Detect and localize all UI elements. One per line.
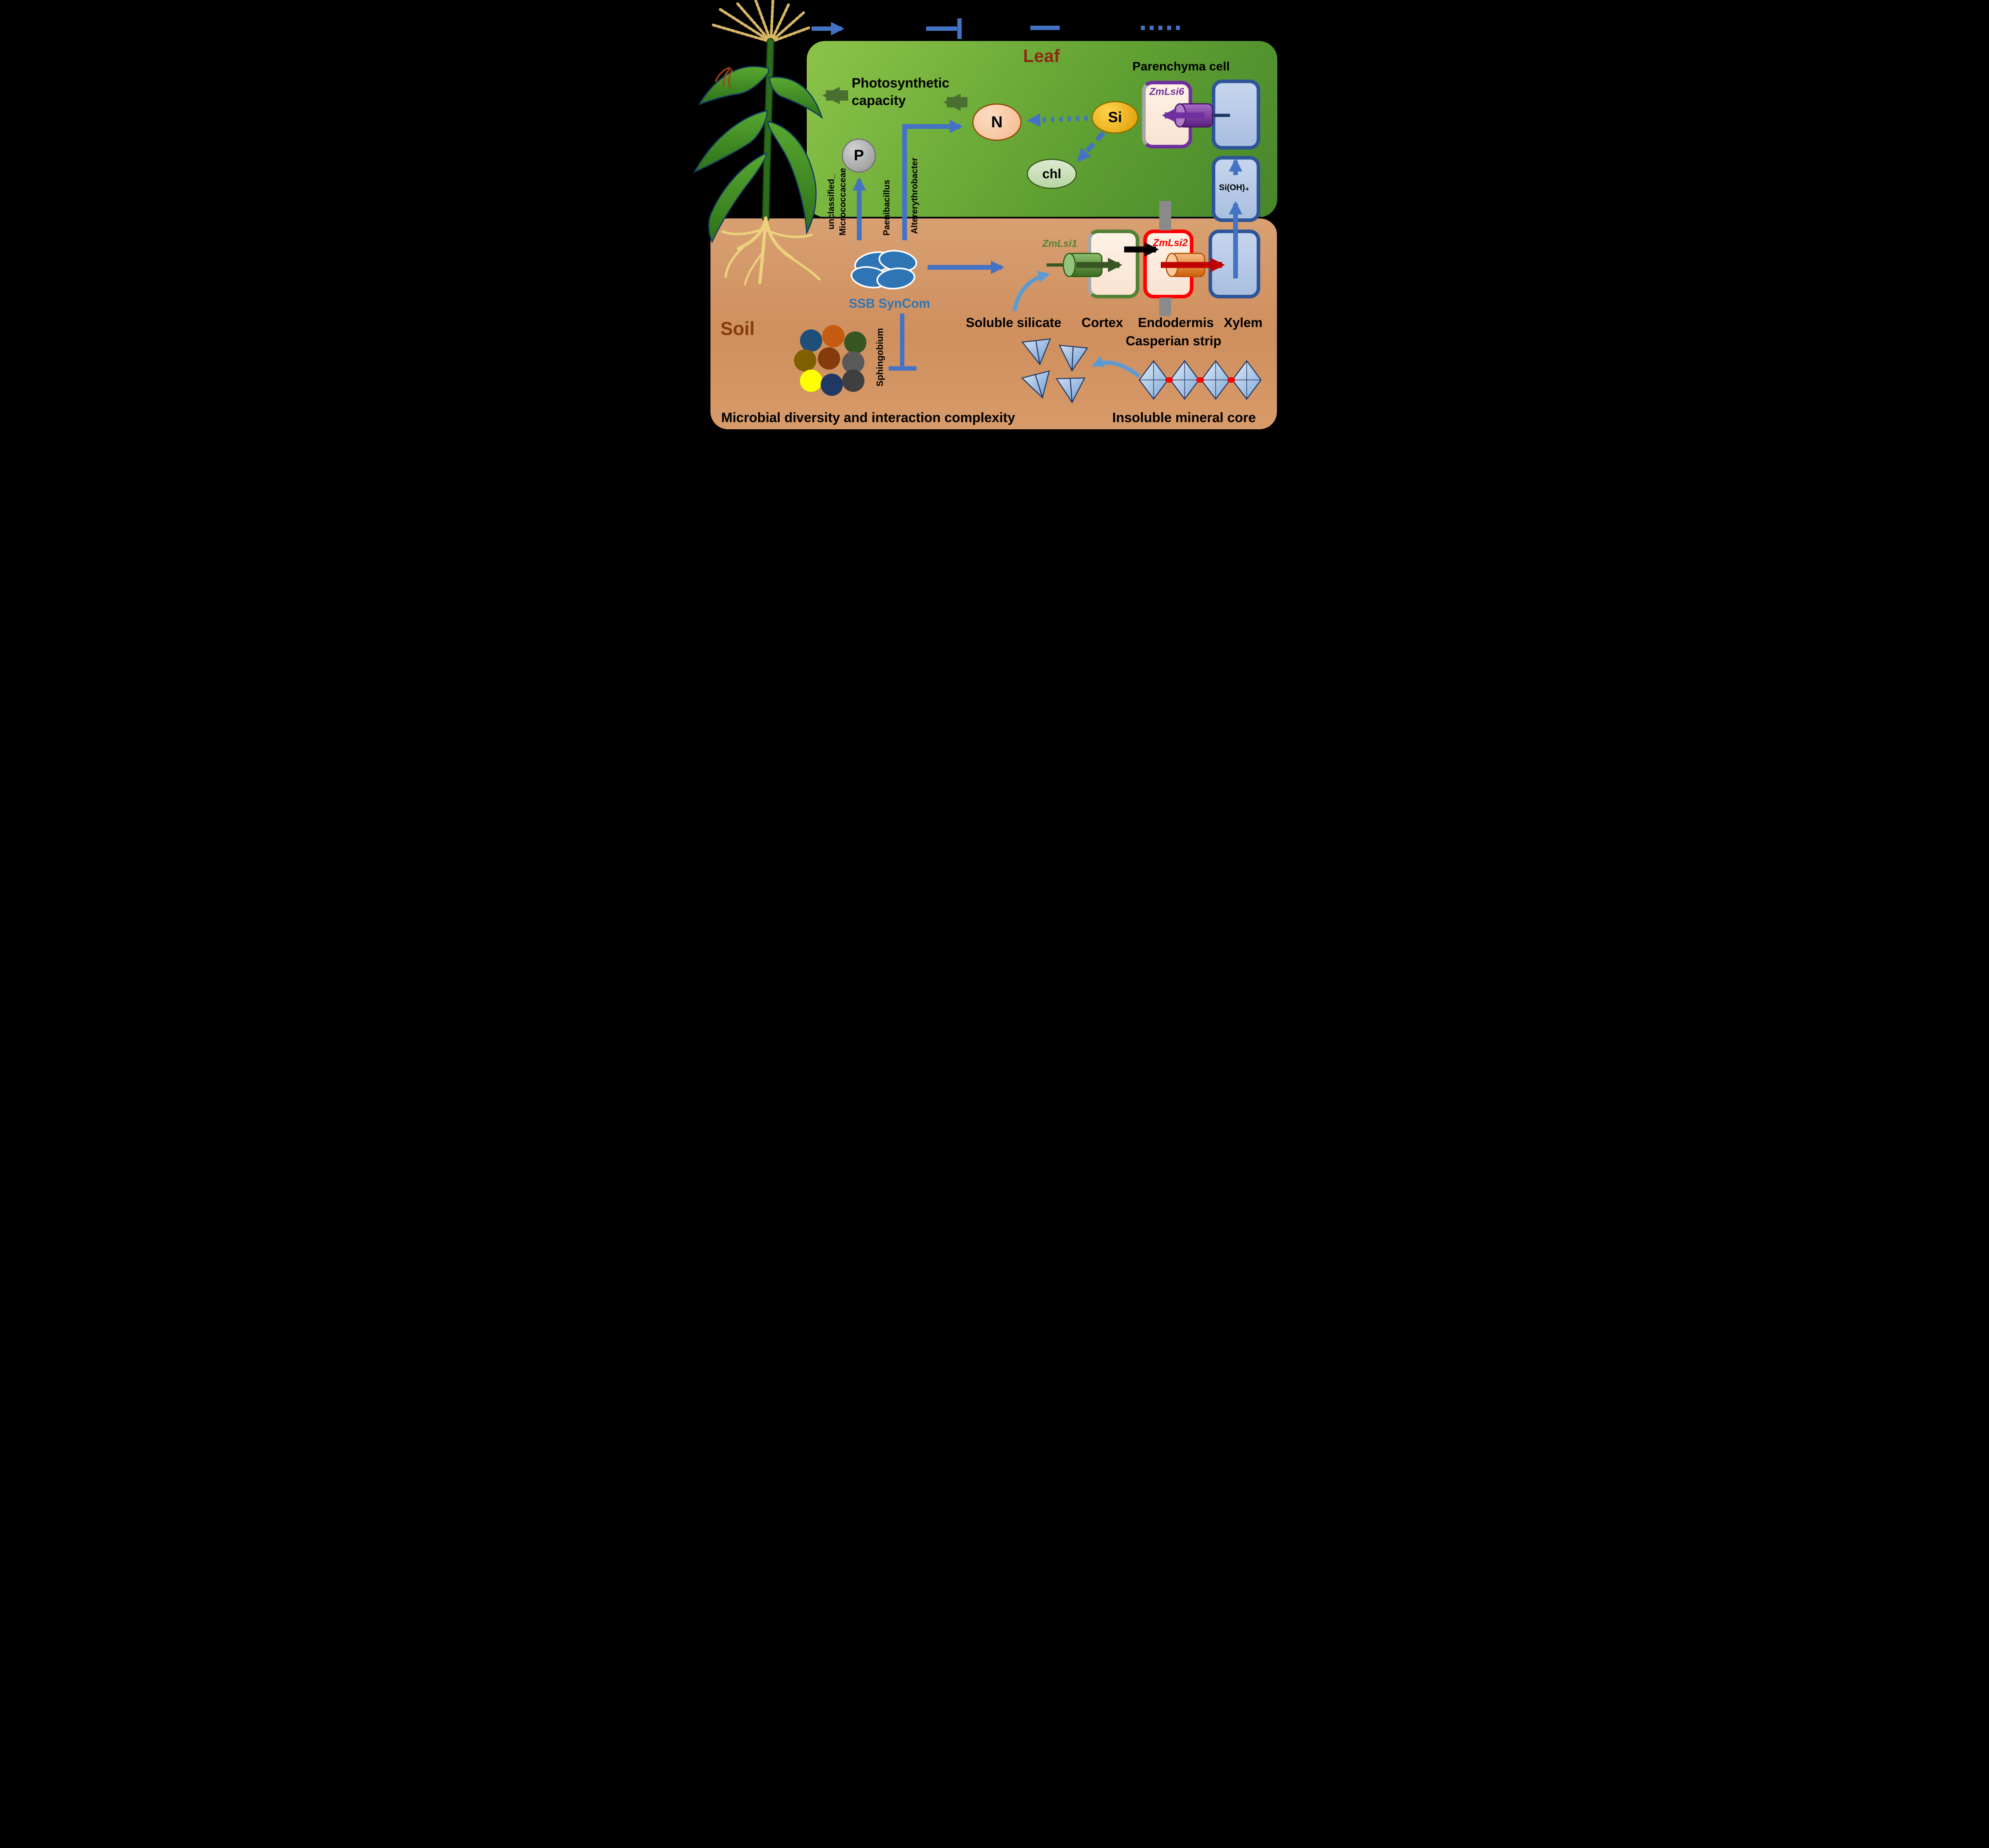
microbe-dot-icon [822,325,845,347]
microbe-dot-icon [800,329,822,352]
soluble-silicate-label: Soluble silicate [965,315,1062,330]
sioh4-label: Si(OH)₄ [1219,183,1249,192]
tassel-spikes [710,0,810,43]
zmlsi6-label: ZmLsi6 [1149,86,1184,97]
paenibacillus-label: Paenibacillus [882,179,891,236]
cortex-label: Cortex [1081,315,1123,330]
stem [763,39,773,221]
zmlsi1-label: ZmLsi1 [1042,238,1077,249]
unclassified-line2: Micrococcaceae [837,168,847,236]
inhibit-bar-icon [926,18,962,39]
endodermis-label: Endodermis [1138,315,1214,330]
photosynthetic-capacity-label: Photosynthetic capacity [852,75,950,109]
soil-title: Soil [720,318,755,339]
unclassified-line1: unclassified_ [826,174,836,230]
parenchyma-cell-label: Parenchyma cell [1132,59,1230,73]
sphingobium-label: Sphingobium [874,328,885,387]
casperian-strip-label: Casperian strip [1125,333,1222,348]
microbe-dot-icon [842,370,864,392]
cortex-cell-box-zmlsi1 [1088,230,1139,298]
xylem-label: Xylem [1224,315,1263,330]
silicon-oval: Si [1092,101,1139,134]
microbe-dot-icon [818,347,840,370]
unclassified-micrococcaceae-label: unclassified_ Micrococcaceae [825,168,848,236]
microbe-dot-icon [844,331,866,354]
photosynthetic-line1: Photosynthetic [852,76,950,91]
microbial-diversity-caption: Microbial diversity and interaction comp… [721,410,1015,425]
microbe-dot-icon [800,370,822,392]
xylem-cell-box [1209,230,1260,298]
legend-symbols [812,18,1181,39]
insoluble-mineral-caption: Insoluble mineral core [1112,410,1256,425]
microbe-cluster [790,323,874,403]
figure-canvas: N Si chl P Leaf Parenchyma cell Photosyn… [687,0,1302,430]
casperian-strip-bar-top [1159,201,1171,230]
altererythrobacter-label: Altererythrobacter [909,158,919,234]
photosynthetic-line2: capacity [852,93,906,108]
stem-outline [762,38,775,222]
silk-tuft [715,67,733,88]
ssb-syncom-label: SSB SynCom [849,296,930,311]
casperian-strip-bar-bottom [1159,298,1171,316]
nitrogen-oval: N [972,103,1022,141]
chlorophyll-oval: chl [1027,159,1077,189]
microbe-dot-icon [821,374,843,396]
microbe-dot-icon [794,349,816,372]
zmlsi2-label: ZmLsi2 [1153,237,1188,249]
plant-leaves [693,66,823,243]
leaf-title: Leaf [1023,46,1060,66]
phosphorus-circle: P [842,138,876,173]
leaf-cell-box-top [1212,80,1260,150]
